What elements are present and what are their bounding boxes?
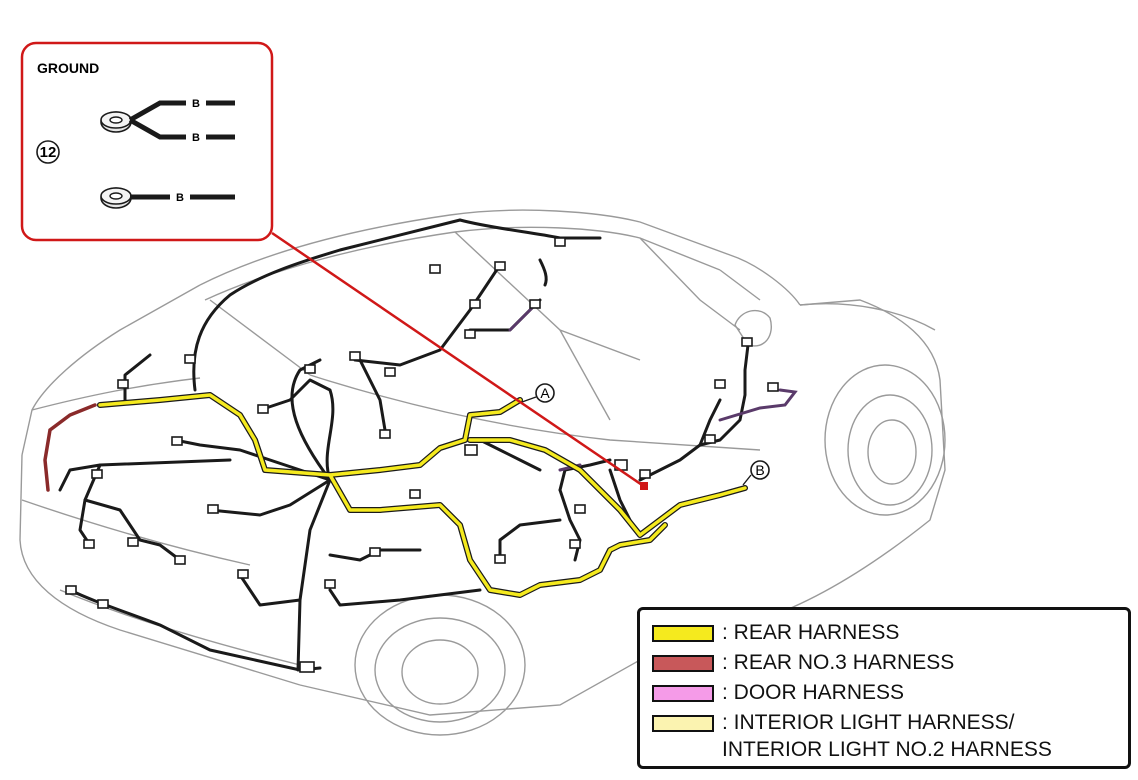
legend-swatch [652, 684, 714, 702]
legend-label: : REAR NO.3 HARNESS [722, 651, 955, 674]
legend-swatch [652, 714, 714, 732]
svg-text:B: B [176, 192, 184, 204]
callout-number: 12 [40, 144, 57, 161]
legend-item-door-harness: : DOOR HARNESS [652, 681, 904, 705]
svg-text:A: A [540, 385, 550, 401]
legend-item-interior-light-harness: : INTERIOR LIGHT HARNESS/ [652, 711, 1015, 735]
legend-swatch [652, 624, 714, 642]
harness-legend: : REAR HARNESS : REAR NO.3 HARNESS : DOO… [637, 607, 1131, 769]
svg-text:B: B [755, 462, 764, 478]
legend-label: : REAR HARNESS [722, 621, 900, 644]
callout-leader-line [271, 231, 646, 489]
callout-title: GROUND [37, 60, 99, 76]
reference-marker-a: A [521, 383, 555, 403]
legend-label: : INTERIOR LIGHT HARNESS/ [722, 711, 1015, 734]
legend-label-continuation: INTERIOR LIGHT NO.2 HARNESS [722, 738, 1052, 761]
legend-item-rear-no3-harness: : REAR NO.3 HARNESS [652, 651, 954, 675]
ring-terminal-icon [100, 111, 132, 133]
ground-point-marker [640, 482, 648, 490]
legend-item-rear-harness: : REAR HARNESS [652, 621, 899, 645]
ground-callout: GROUND 12 B B B [20, 41, 274, 242]
rear-harness-wire [97, 392, 748, 598]
svg-text:B: B [192, 98, 200, 110]
black-wiring [58, 218, 750, 672]
legend-swatch [652, 654, 714, 672]
legend-item-continuation: INTERIOR LIGHT NO.2 HARNESS [722, 738, 1052, 762]
rear-no3-harness-wire [43, 403, 97, 492]
svg-text:B: B [192, 132, 200, 144]
ring-terminal-icon [100, 187, 132, 209]
legend-label: : DOOR HARNESS [722, 681, 905, 704]
reference-marker-b: B [742, 460, 770, 486]
connectors [65, 237, 779, 673]
